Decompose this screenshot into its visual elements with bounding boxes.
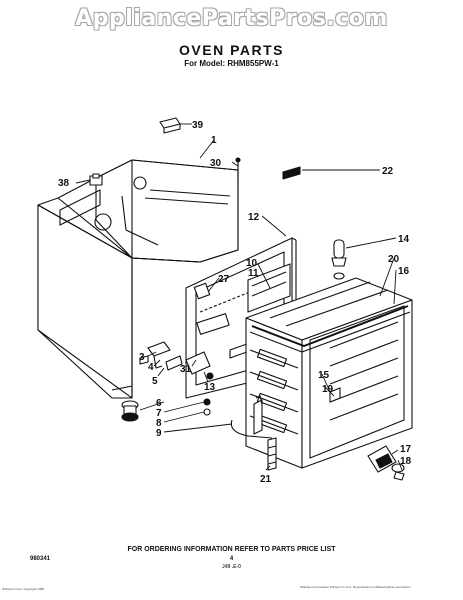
callout-19: 19	[322, 384, 334, 395]
callout-4: 4	[148, 362, 154, 373]
callout-39: 39	[192, 120, 204, 131]
model-subtitle: For Model: RHM855PW-1	[184, 59, 279, 68]
callout-12: 12	[248, 212, 260, 223]
oven-body	[37, 159, 239, 399]
callout-8: 8	[156, 418, 162, 429]
part-3-4-5	[139, 341, 183, 371]
callout-3: 3	[139, 352, 145, 363]
watermark: AppliancePartsPros.com	[75, 6, 388, 31]
part-21	[267, 437, 277, 471]
callout-20: 20	[388, 254, 400, 265]
part-31	[185, 351, 214, 380]
fine-print-right: Whirlpool Corporation Printed in U.S.A. …	[300, 585, 411, 589]
callout-1: 1	[211, 135, 217, 146]
part-14	[331, 239, 347, 280]
vent-plate	[193, 263, 291, 313]
doc-code: 980341	[30, 556, 51, 562]
callout-6: 6	[156, 398, 162, 409]
part-38	[89, 173, 103, 186]
part-7-8-9	[203, 395, 273, 439]
fine-print-left: Whirlpool Corp. Copyright 1988	[2, 587, 44, 591]
callout-38: 38	[58, 178, 70, 189]
page-title: OVEN PARTS	[179, 42, 284, 58]
part-6	[121, 400, 139, 422]
callout-11: 11	[248, 268, 259, 279]
callout-27: 27	[218, 274, 230, 285]
callout-13: 13	[204, 382, 216, 393]
callout-21: 21	[260, 474, 272, 485]
callout-15: 15	[318, 370, 330, 381]
callout-7: 7	[156, 408, 162, 419]
callout-14: 14	[398, 234, 410, 245]
callout-17: 17	[400, 444, 412, 455]
part-17-18	[367, 445, 405, 481]
callout-9: 9	[156, 428, 162, 439]
callout-31: 31	[180, 364, 192, 375]
callout-5: 5	[152, 376, 158, 387]
callout-16: 16	[398, 266, 410, 277]
callout-22: 22	[382, 166, 394, 177]
part-30	[235, 157, 241, 178]
part-39	[159, 117, 181, 134]
page-number: 4	[229, 556, 234, 562]
callout-18: 18	[400, 456, 412, 467]
part-22	[282, 166, 301, 180]
callout-10: 10	[246, 258, 258, 269]
ordering-info: FOR ORDERING INFORMATION REFER TO PARTS …	[127, 546, 336, 553]
callout-30: 30	[210, 158, 222, 169]
page-code: J49 .E-0	[222, 564, 241, 570]
